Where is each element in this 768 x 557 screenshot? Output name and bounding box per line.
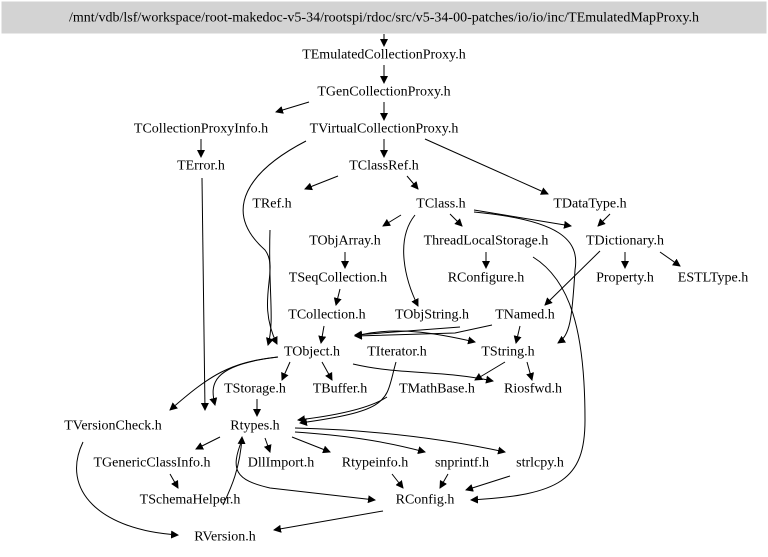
edge [169,356,279,411]
edge [403,214,419,307]
edges [76,34,681,539]
edge [465,475,511,492]
edge [263,437,272,453]
edge [354,324,493,340]
edge [297,396,388,424]
node-rtypes[interactable]: Rtypes.h [230,419,279,434]
root-node-label: /mnt/vdb/lsf/workspace/root-makedoc-v5-3… [69,11,699,26]
node-snprintf[interactable]: snprintf.h [435,456,489,471]
edge [544,250,601,306]
edge [318,325,327,344]
node-tobject[interactable]: TObject.h [284,345,340,360]
edge [473,209,572,229]
edge [291,436,331,454]
root-node[interactable]: /mnt/vdb/lsf/workspace/root-makedoc-v5-3… [1,1,767,34]
edge [424,138,549,195]
edge [304,175,339,191]
edge [597,213,611,227]
edge [470,256,586,504]
node-rversion[interactable]: RVersion.h [194,530,256,545]
edge [526,361,534,381]
edge [513,325,522,344]
node-tschemahelper[interactable]: TSchemaHelper.h [140,493,241,508]
node-tdatatype[interactable]: TDataType.h [553,197,626,212]
node-rconfig[interactable]: RConfig.h [396,493,455,508]
node-dllimport[interactable]: DllImport.h [248,456,315,471]
edge [195,436,221,450]
edge [294,431,426,455]
node-rtypeinfo[interactable]: Rtypeinfo.h [342,456,409,471]
node-tgenericclassinfo[interactable]: TGenericClassInfo.h [93,456,210,471]
edge [406,175,419,190]
node-tversioncheck[interactable]: TVersionCheck.h [64,419,162,434]
edge [391,473,404,489]
edge [222,436,246,506]
node-tbuffer[interactable]: TBuffer.h [313,382,368,397]
edge [200,177,209,411]
edge [333,288,342,306]
node-property[interactable]: Property.h [596,271,654,286]
node-riosfwd[interactable]: Riosfwd.h [504,382,562,397]
edge [321,361,333,381]
node-tstring[interactable]: TString.h [481,345,534,360]
edge [382,214,402,227]
root-node-box [1,1,767,34]
edge [473,211,577,344]
node-tclassref[interactable]: TClassRef.h [349,159,419,174]
node-rconfigure[interactable]: RConfigure.h [448,271,525,286]
node-temulatedcollectionproxy[interactable]: TEmulatedCollectionProxy.h [302,48,466,63]
edge [275,101,310,114]
node-tnamed[interactable]: TNamed.h [495,308,554,323]
node-tstorage[interactable]: TStorage.h [224,382,286,397]
node-tvirtualcollectionproxy[interactable]: TVirtualCollectionProxy.h [310,122,459,137]
node-tseqcollection[interactable]: TSeqCollection.h [289,271,387,286]
node-tobjarray[interactable]: TObjArray.h [309,234,381,249]
node-tobjstring[interactable]: TObjString.h [395,308,469,323]
edge [359,330,476,345]
edge [76,441,179,539]
edge [169,473,179,489]
node-terror[interactable]: TError.h [177,159,225,174]
edge [299,361,397,427]
edge [235,439,376,504]
edge [352,363,494,384]
edge [659,251,681,267]
node-tgencollectionproxy[interactable]: TGenCollectionProxy.h [317,85,450,100]
node-threadlocalstorage[interactable]: ThreadLocalStorage.h [424,234,549,249]
nodes: TEmulatedCollectionProxy.h TGenCollectio… [64,48,748,545]
node-tcollection[interactable]: TCollection.h [288,308,365,323]
edge [242,140,307,345]
node-titerator[interactable]: TIterator.h [367,345,426,360]
edge [474,361,506,381]
edge [273,510,384,533]
edge [294,427,506,455]
node-estltype[interactable]: ESTLType.h [678,271,748,286]
edge [281,361,291,381]
edge [449,213,463,227]
node-tref[interactable]: TRef.h [252,197,291,212]
node-tmathbase[interactable]: TMathBase.h [399,382,475,397]
node-tcollectionproxyinfo[interactable]: TCollectionProxyInfo.h [134,122,268,137]
node-tclass[interactable]: TClass.h [416,197,465,212]
edge [266,229,274,346]
edge [439,473,449,489]
node-tdictionary[interactable]: TDictionary.h [586,234,664,249]
node-strlcpy[interactable]: strlcpy.h [516,456,564,471]
